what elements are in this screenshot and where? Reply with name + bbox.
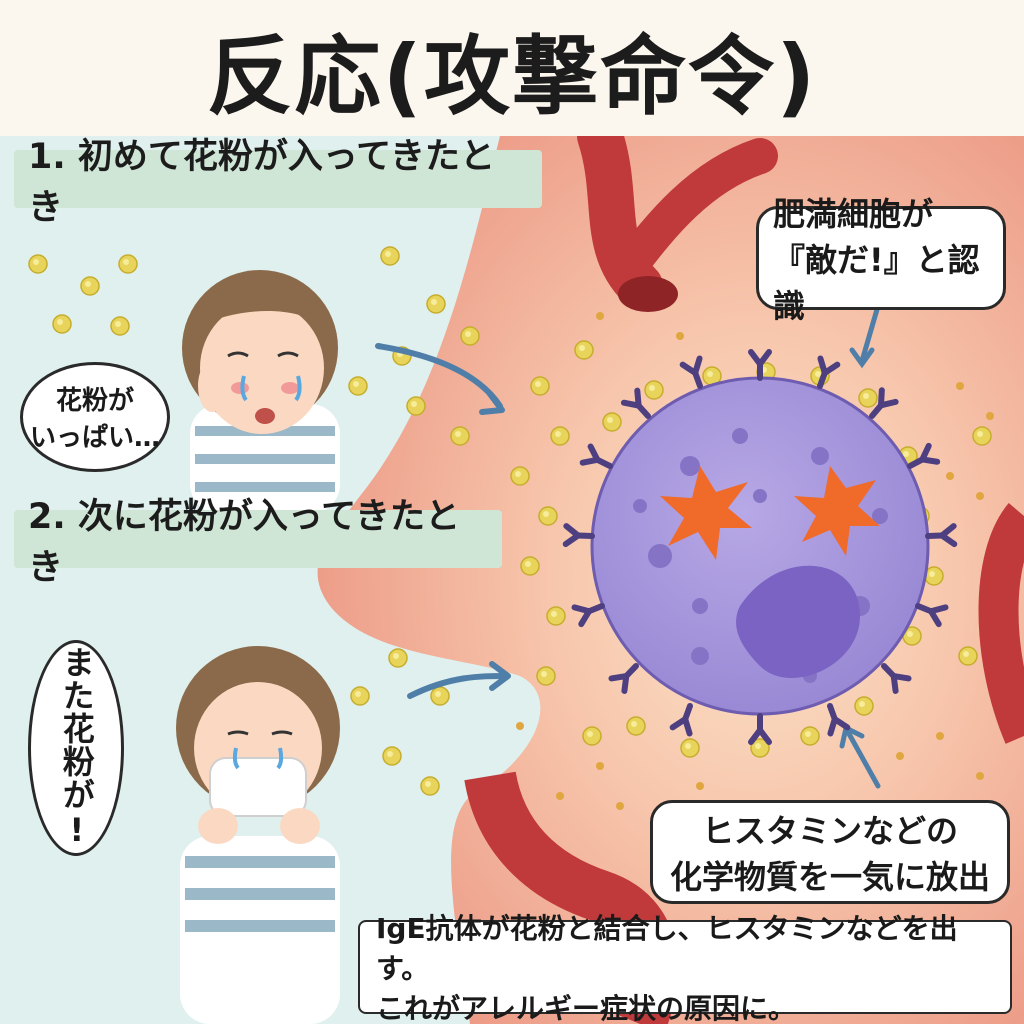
callout-mast-cell-line-1: 肥満細胞が [773, 195, 934, 233]
callout-histamine-line-2: 化学物質を一気に放出 [669, 858, 990, 896]
cell-nucleus [736, 565, 860, 678]
blood-vessel-right [978, 503, 1024, 744]
step-1-banner: 1. 初めて花粉が入ってきたとき [14, 137, 542, 228]
footer-note-line-1: IgE抗体が花粉と結合し、ヒスタミンなどを出す。 [376, 912, 958, 985]
vessel-opening [618, 276, 678, 312]
callout-pointer-arrows [839, 303, 881, 789]
blood-vessel-branch [612, 138, 778, 284]
callout-mast-cell: 肥満細胞が 『敵だ!』と認識 [756, 195, 1006, 325]
child-masked-figure [176, 646, 340, 1024]
mask-icon [209, 757, 307, 817]
speech-bubble-2: また花粉が! [28, 640, 124, 856]
arrow-icon [375, 343, 511, 699]
callout-mast-cell-line-2: 『敵だ!』と認識 [773, 241, 980, 325]
footer-note: IgE抗体が花粉と結合し、ヒスタミンなどを出す。 これがアレルギー症状の原因に。 [358, 912, 1012, 1024]
tear-icon [240, 375, 248, 402]
speech-bubble-2-text: また花粉が! [57, 646, 96, 850]
callout-histamine: ヒスタミンなどの 化学物質を一気に放出 [650, 800, 1010, 904]
footer-note-line-2: これがアレルギー症状の原因に。 [376, 992, 797, 1024]
step-2-banner: 2. 次に花粉が入ってきたとき [14, 497, 502, 588]
mast-cell [590, 376, 930, 716]
speech-bubble-1-line-1: 花粉が [55, 386, 134, 416]
burst-icon [660, 466, 752, 560]
illustration-scene: 1. 初めて花粉が入ってきたとき 2. 次に花粉が入ってきたとき 花粉が いっぱ… [0, 136, 1024, 1024]
callout-histamine-line-1: ヒスタミンなどの [701, 812, 958, 850]
child-sneezing-figure [182, 270, 340, 514]
page-title: 反応(攻撃命令) [0, 0, 1024, 136]
speech-bubble-1: 花粉が いっぱい… [20, 362, 170, 472]
speech-bubble-1-line-2: いっぱい… [29, 423, 160, 453]
